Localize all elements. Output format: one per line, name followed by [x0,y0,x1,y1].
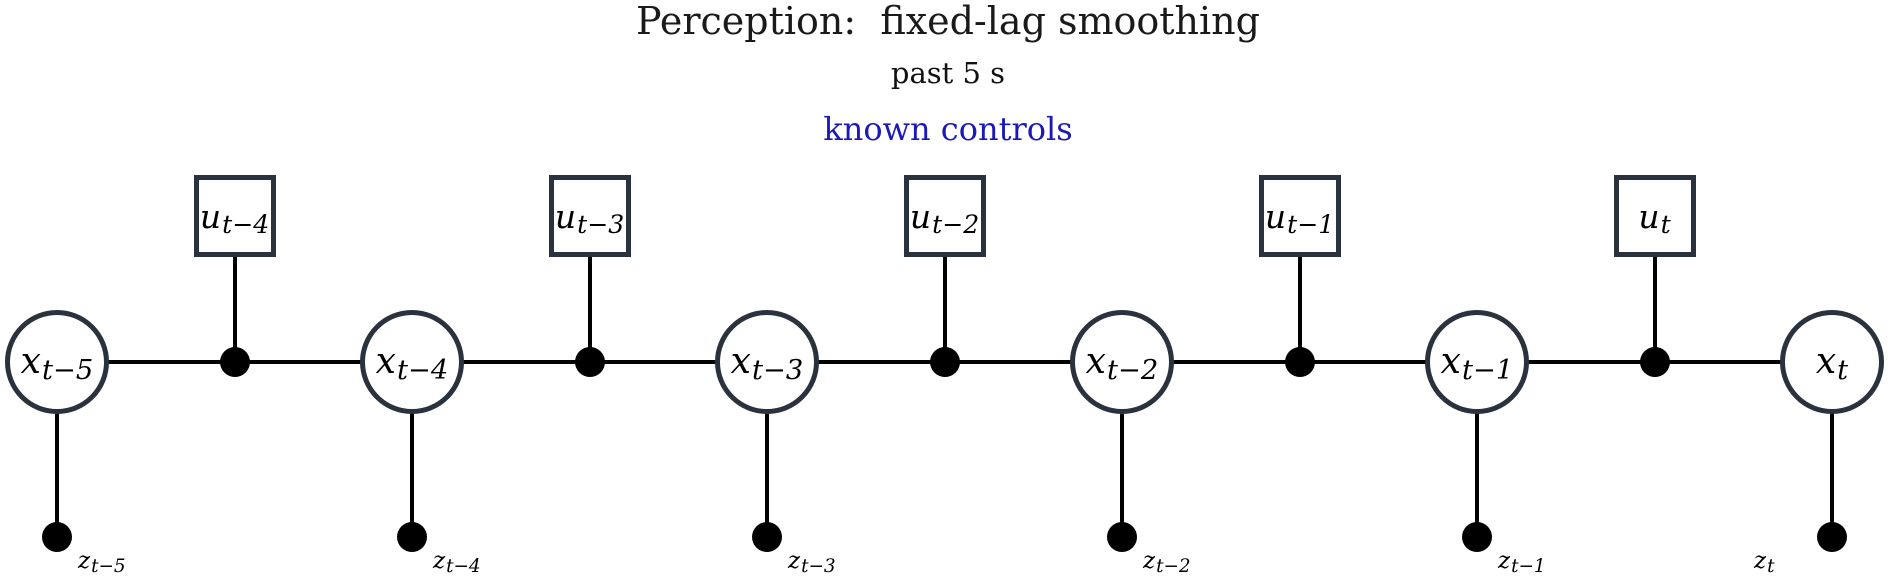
state-node: xt−4 [360,310,464,414]
dynamics-factor-dot [1284,347,1315,377]
measurement-label: zt−5 [78,548,126,577]
state-node: xt [1780,310,1884,414]
measurement-edge [55,412,59,537]
measurement-dot [42,522,72,552]
measurement-label: zt [1754,548,1775,577]
label-base: x [1085,341,1106,382]
state-node: xt−3 [715,310,819,414]
diagram-subtitle: past 5 s [890,56,1006,90]
measurement-label: zt−1 [1498,548,1546,577]
label-subscript: t−4 [222,210,270,240]
measurement-dot [397,522,427,552]
state-node: xt−1 [1425,310,1529,414]
node-label: ut−2 [909,196,979,238]
node-label: xt [1815,341,1848,385]
label-base: x [1815,341,1837,382]
label-base: x [20,341,41,382]
node-label: ut−3 [554,196,624,238]
control-factor-edge [232,255,237,362]
known-controls-label: known controls [823,110,1073,148]
control-node: ut [1613,175,1696,257]
label-base: z [1498,548,1511,574]
label-base: x [730,341,751,382]
control-node: ut−1 [1258,175,1341,257]
label-subscript: t [1837,355,1849,387]
label-subscript: t [1767,556,1775,578]
label-base: u [1264,196,1287,236]
node-label: ut−4 [199,196,269,238]
node-label: xt−5 [20,341,94,385]
measurement-edge [410,412,414,537]
label-subscript: t−5 [91,556,126,578]
measurement-label: zt−3 [788,548,836,577]
node-label: xt−4 [375,341,449,385]
label-base: x [1440,341,1461,382]
control-factor-edge [1652,255,1657,362]
label-subscript: t−4 [446,556,481,578]
measurement-label: zt−2 [1143,548,1191,577]
label-subscript: t−1 [1461,355,1514,387]
state-node: xt−5 [5,310,109,414]
measurement-dot [1107,522,1137,552]
label-subscript: t−3 [801,556,836,578]
label-base: z [1754,548,1767,574]
label-base: z [78,548,91,574]
measurement-dot [1462,522,1492,552]
label-subscript: t−4 [396,355,449,387]
control-node: ut−3 [548,175,631,257]
node-label: ut [1638,196,1670,238]
label-subscript: t−1 [1287,210,1335,240]
label-base: u [909,196,932,236]
label-base: z [788,548,801,574]
label-subscript: t−3 [751,355,804,387]
dynamics-factor-dot [1639,347,1670,377]
label-base: u [554,196,577,236]
label-base: z [433,548,446,574]
node-label: ut−1 [1264,196,1334,238]
control-factor-edge [942,255,947,362]
label-subscript: t [1660,210,1671,240]
label-base: z [1143,548,1156,574]
label-base: u [1638,196,1660,236]
measurement-dot [1817,522,1847,552]
control-factor-edge [1297,255,1302,362]
label-base: x [375,341,396,382]
label-subscript: t−2 [932,210,980,240]
node-label: xt−2 [1085,341,1159,385]
control-factor-edge [587,255,592,362]
measurement-edge [1120,412,1124,537]
diagram-title: Perception: fixed-lag smoothing [636,0,1260,43]
label-subscript: t−1 [1511,556,1546,578]
label-base: u [199,196,222,236]
measurement-edge [1830,412,1834,537]
measurement-edge [1475,412,1479,537]
measurement-dot [752,522,782,552]
control-node: ut−4 [193,175,276,257]
node-label: xt−1 [1440,341,1514,385]
state-node: xt−2 [1070,310,1174,414]
label-subscript: t−2 [1106,355,1159,387]
dynamics-factor-dot [929,347,960,377]
dynamics-factor-dot [219,347,250,377]
label-subscript: t−3 [577,210,625,240]
label-subscript: t−5 [41,355,94,387]
measurement-edge [765,412,769,537]
control-node: ut−2 [903,175,986,257]
dynamics-factor-dot [574,347,605,377]
node-label: xt−3 [730,341,804,385]
label-subscript: t−2 [1156,556,1191,578]
measurement-label: zt−4 [433,548,481,577]
